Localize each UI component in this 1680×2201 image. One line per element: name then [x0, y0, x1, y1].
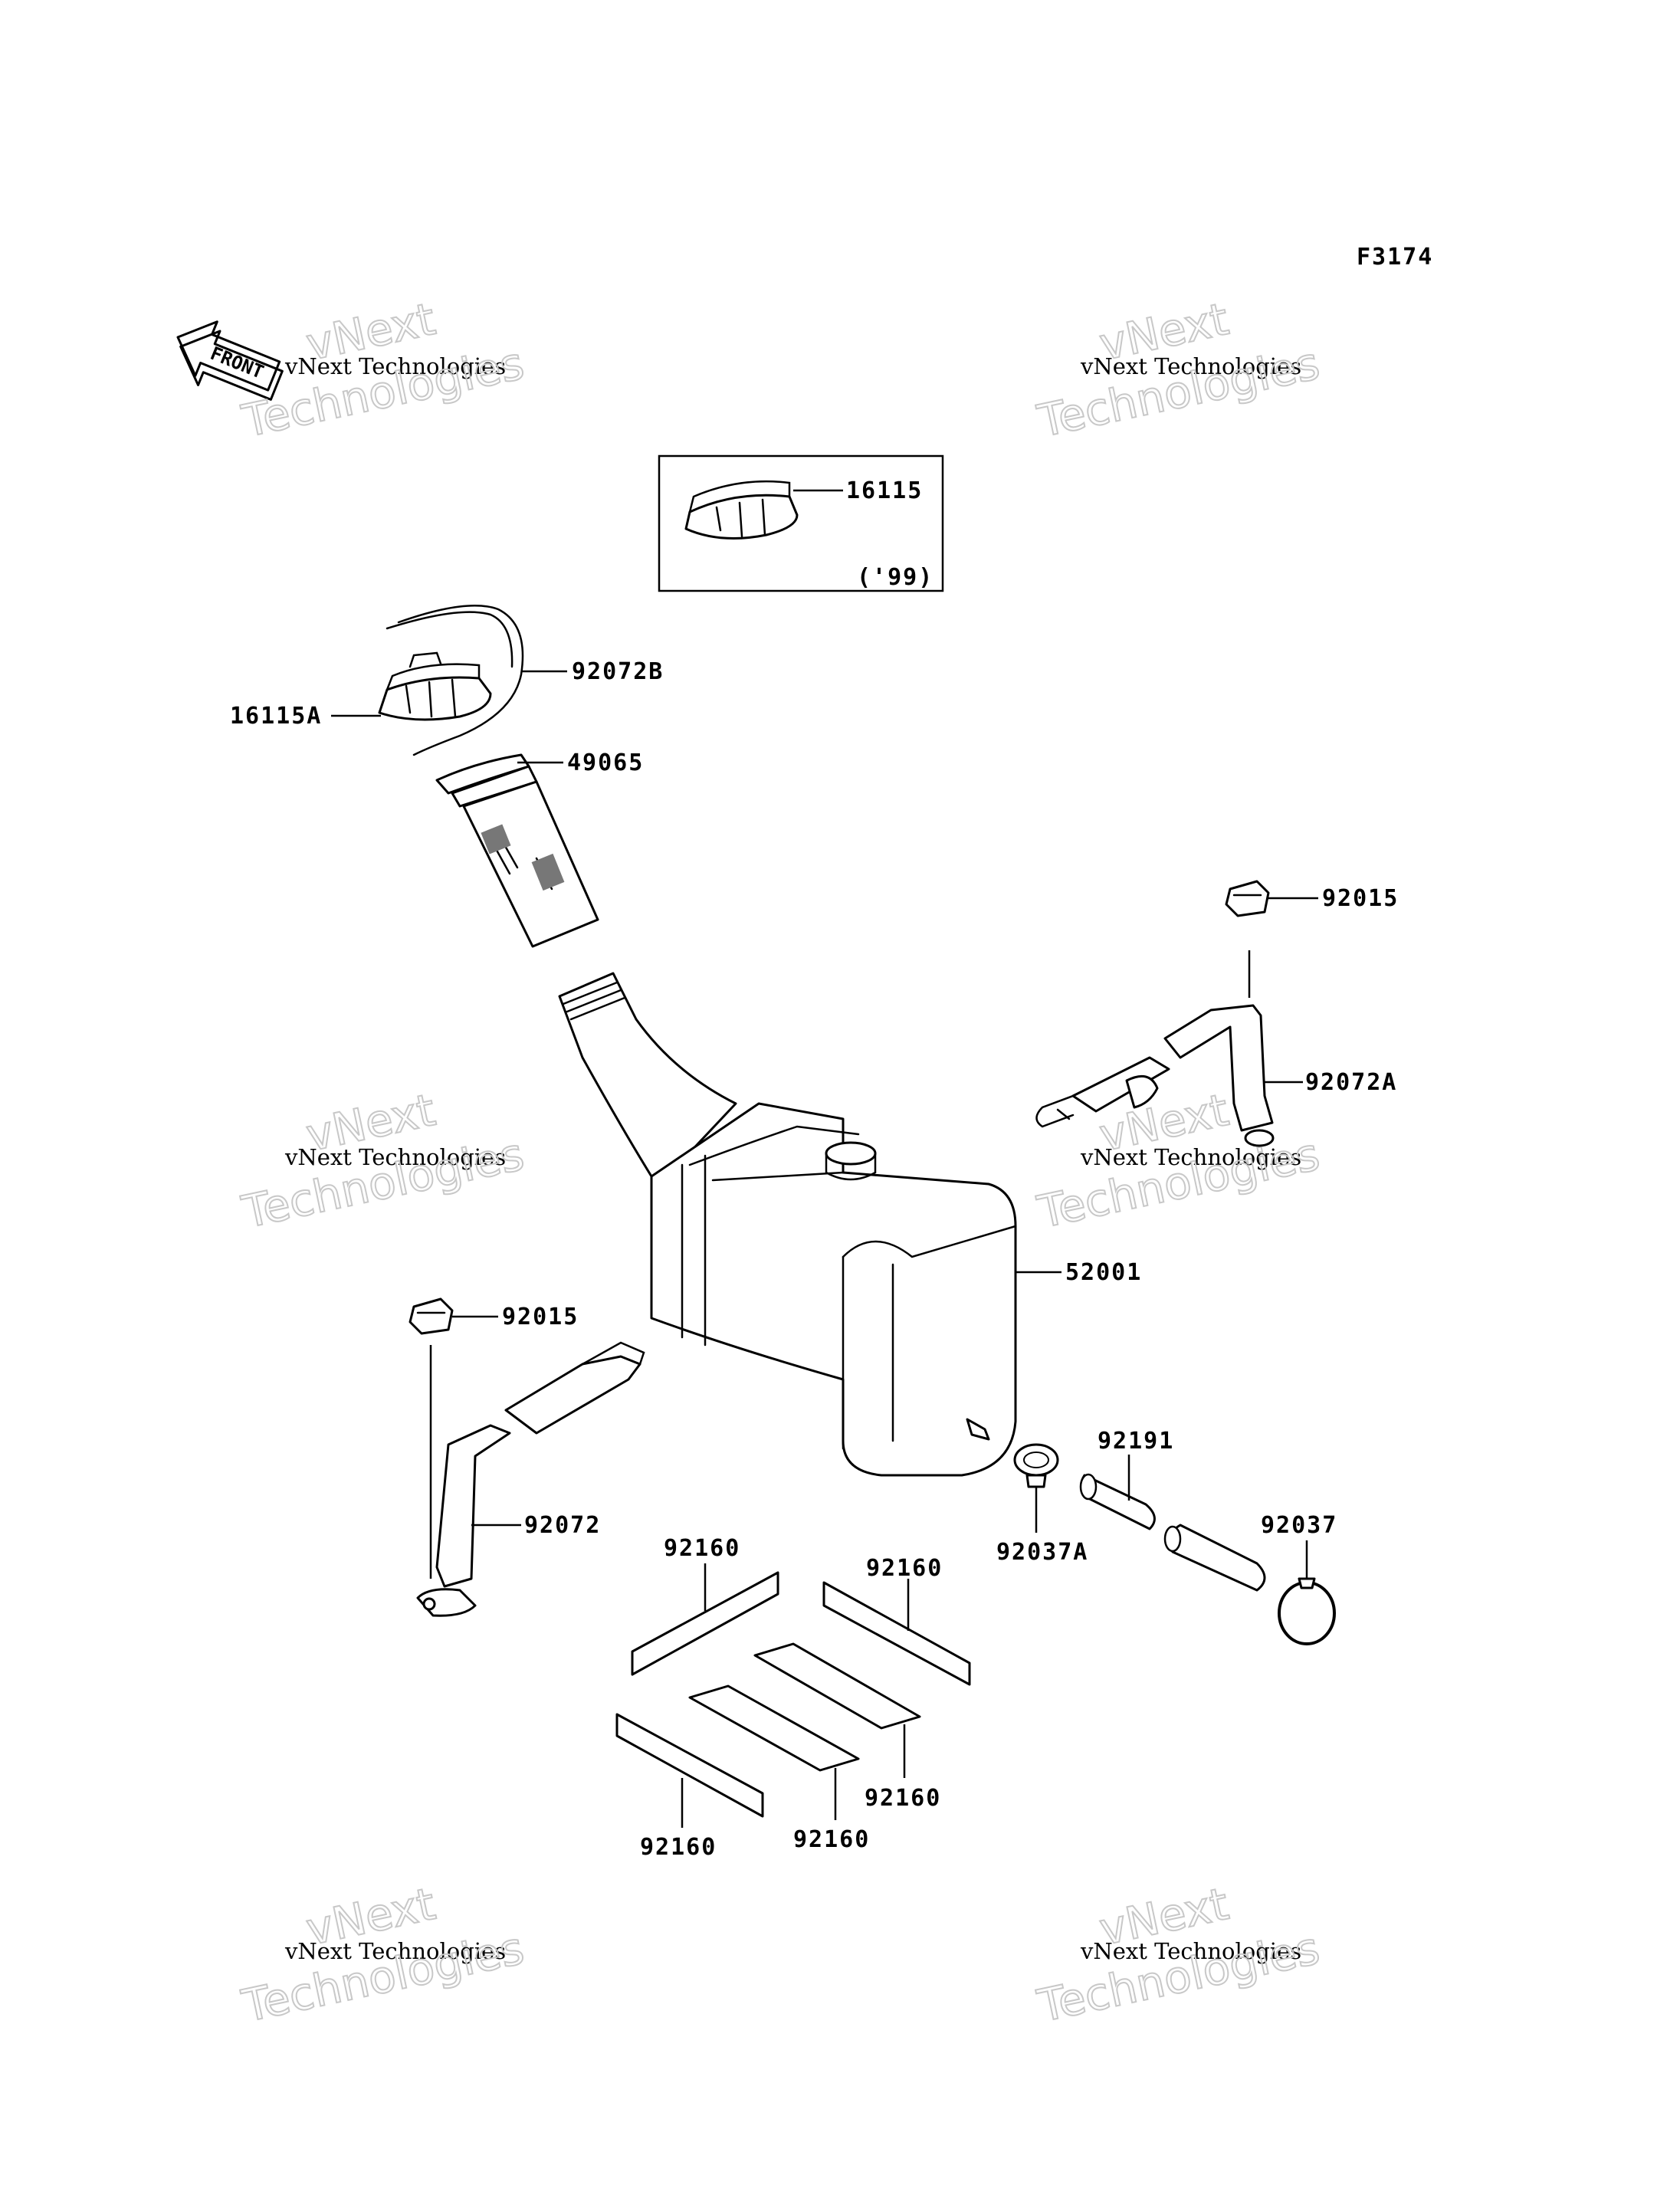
- svg-text:vNext Technologies: vNext Technologies: [284, 353, 506, 379]
- nut-92015-lower-icon: [409, 1297, 454, 1579]
- part-label-92191[interactable]: 92191: [1098, 1428, 1174, 1455]
- part-label-92015-upper[interactable]: 92015: [1322, 885, 1399, 912]
- part-label-92160-e[interactable]: 92160: [640, 1834, 717, 1861]
- watermark-bottom-left: vNext Technologies vNext Technologies: [237, 1877, 530, 2033]
- inset-box: 16115 ('99): [658, 454, 944, 592]
- part-label-52001[interactable]: 52001: [1065, 1259, 1142, 1286]
- part-label-92072A[interactable]: 92072A: [1305, 1069, 1397, 1096]
- strap-92072-icon: [416, 1341, 645, 1617]
- watermark-mid-left: vNext Technologies vNext Technologies: [237, 1083, 530, 1239]
- cap-16115A-icon: [378, 651, 492, 721]
- watermark-bottom-right: vNext Technologies vNext Technologies: [1032, 1877, 1325, 2033]
- part-label-92160-a[interactable]: 92160: [664, 1535, 740, 1562]
- part-label-92160-d[interactable]: 92160: [793, 1826, 870, 1853]
- part-label-92015-lower[interactable]: 92015: [502, 1304, 579, 1330]
- clip-92037-icon: [1278, 1540, 1336, 1645]
- strainer-49065-icon: [435, 753, 599, 948]
- svg-text:vNext Technologies: vNext Technologies: [1080, 353, 1301, 379]
- hose-92191-icon: [1079, 1455, 1266, 1592]
- part-label-92160-c[interactable]: 92160: [865, 1785, 941, 1812]
- part-label-92160-b[interactable]: 92160: [866, 1555, 943, 1582]
- part-label-16115[interactable]: 16115: [846, 477, 923, 504]
- part-label-92037[interactable]: 92037: [1261, 1512, 1337, 1539]
- svg-text:vNext Technologies: vNext Technologies: [1080, 1144, 1301, 1170]
- clamp-92037A-icon: [1013, 1443, 1059, 1533]
- cord-92072B-icon: [386, 604, 524, 756]
- part-label-49065[interactable]: 49065: [567, 750, 644, 776]
- part-label-92037A[interactable]: 92037A: [996, 1539, 1088, 1566]
- part-label-92072[interactable]: 92072: [524, 1512, 601, 1539]
- pad-92160-e-icon: [615, 1713, 764, 1828]
- svg-text:vNext Technologies: vNext Technologies: [284, 1938, 506, 1964]
- diagram-code: F3174: [1357, 244, 1433, 271]
- cap-16115-icon: [684, 480, 799, 540]
- nut-92015-upper-icon: [1225, 880, 1270, 998]
- oil-tank-52001-icon: [558, 972, 1017, 1477]
- pad-92160-a-icon: [631, 1563, 779, 1676]
- watermark-top-right: vNext Technologies vNext Technologies: [1032, 292, 1325, 448]
- svg-text:vNext Technologies: vNext Technologies: [284, 1144, 506, 1170]
- inset-note: ('99): [857, 564, 934, 591]
- pad-92160-c-icon: [753, 1642, 921, 1778]
- svg-text:vNext Technologies: vNext Technologies: [1080, 1938, 1301, 1964]
- part-label-16115A[interactable]: 16115A: [230, 703, 322, 730]
- watermark-mid-right: vNext Technologies vNext Technologies: [1032, 1083, 1325, 1239]
- pad-92160-d-icon: [688, 1684, 860, 1820]
- part-label-92072B[interactable]: 92072B: [572, 658, 664, 685]
- pad-92160-b-icon: [822, 1579, 971, 1686]
- strap-92072A-icon: [1035, 1004, 1275, 1147]
